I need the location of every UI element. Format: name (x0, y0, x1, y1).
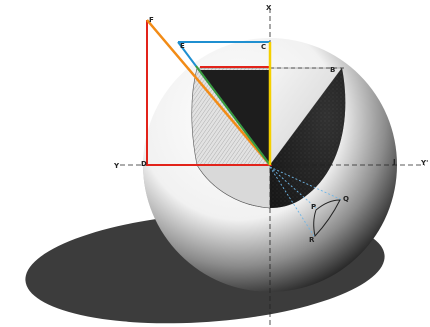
label-q: Q (343, 195, 349, 203)
label-y-prime: Y' (420, 159, 428, 167)
dotted-line-to-r (269, 166, 315, 237)
dark-wedge-texture (270, 68, 346, 208)
green-diagonal (195, 65, 271, 166)
label-c: C (261, 43, 266, 51)
label-d: D (141, 160, 147, 168)
label-b: B (330, 66, 335, 74)
label-y: Y (113, 162, 120, 170)
label-r: R (309, 236, 315, 244)
orange-line (146, 19, 271, 166)
label-j: J (392, 158, 396, 166)
label-e: E (180, 42, 185, 50)
label-p: P (311, 203, 316, 211)
label-f: F (149, 16, 154, 24)
label-x: X (266, 4, 272, 12)
dotted-line-to-q (269, 166, 343, 201)
triangle-pqr (313, 199, 341, 238)
lower-cut-face (196, 164, 271, 209)
